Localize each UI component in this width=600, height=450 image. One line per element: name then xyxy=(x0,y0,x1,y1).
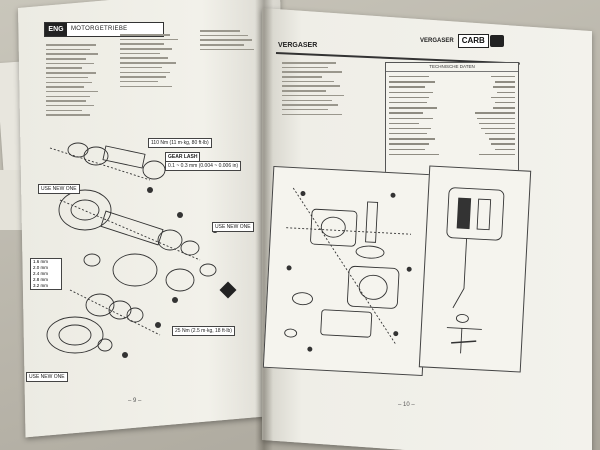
carburetor-icon xyxy=(489,35,504,47)
gear-lash-value: 0.1 ~ 0.3 mm (0.004 ~ 0.006 in) xyxy=(165,161,242,171)
section-tag: ENG xyxy=(45,23,67,36)
carburetor-exploded-diagram-frame xyxy=(262,165,434,377)
carb-parts-list xyxy=(282,62,352,118)
chapter-title: VERGASER xyxy=(278,42,318,49)
spec-table-title: TECHNISCHE DATEN xyxy=(386,63,518,72)
torque-callout: 110 Nm (11 m·kg, 80 ft·lb) xyxy=(148,138,212,148)
carburetor-detail-diagram xyxy=(446,187,505,354)
shim-size-box: 1.6 mm 2.0 mm 2.4 mm 2.8 mm 3.2 mm xyxy=(30,258,62,290)
chapter-header: VERGASER CARB xyxy=(420,34,504,48)
use-new-one-label: USE NEW ONE xyxy=(38,184,80,194)
parts-list-col1 xyxy=(46,44,102,119)
section-header: ENG MOTORGETRIEBE xyxy=(44,22,164,37)
use-new-one-label: USE NEW ONE xyxy=(26,372,68,382)
page-number: – 10 – xyxy=(398,402,415,408)
carburetor-detail-frame xyxy=(418,165,532,373)
spec-table: TECHNISCHE DATEN xyxy=(385,62,519,179)
use-new-one-label: USE NEW ONE xyxy=(212,222,254,232)
parts-list-col2 xyxy=(120,34,180,90)
torque-callout: 25 Nm (2.5 m·kg, 18 ft·lb) xyxy=(172,326,235,336)
carburetor-exploded-diagram xyxy=(284,187,412,352)
chapter-tag: CARB xyxy=(457,34,489,48)
parts-list-col3 xyxy=(200,30,256,53)
exploded-gear-diagram xyxy=(46,142,218,358)
page-number: – 9 – xyxy=(128,398,142,404)
chapter-title-repeat: VERGASER xyxy=(420,38,454,44)
section-title: MOTORGETRIEBE xyxy=(71,26,128,32)
